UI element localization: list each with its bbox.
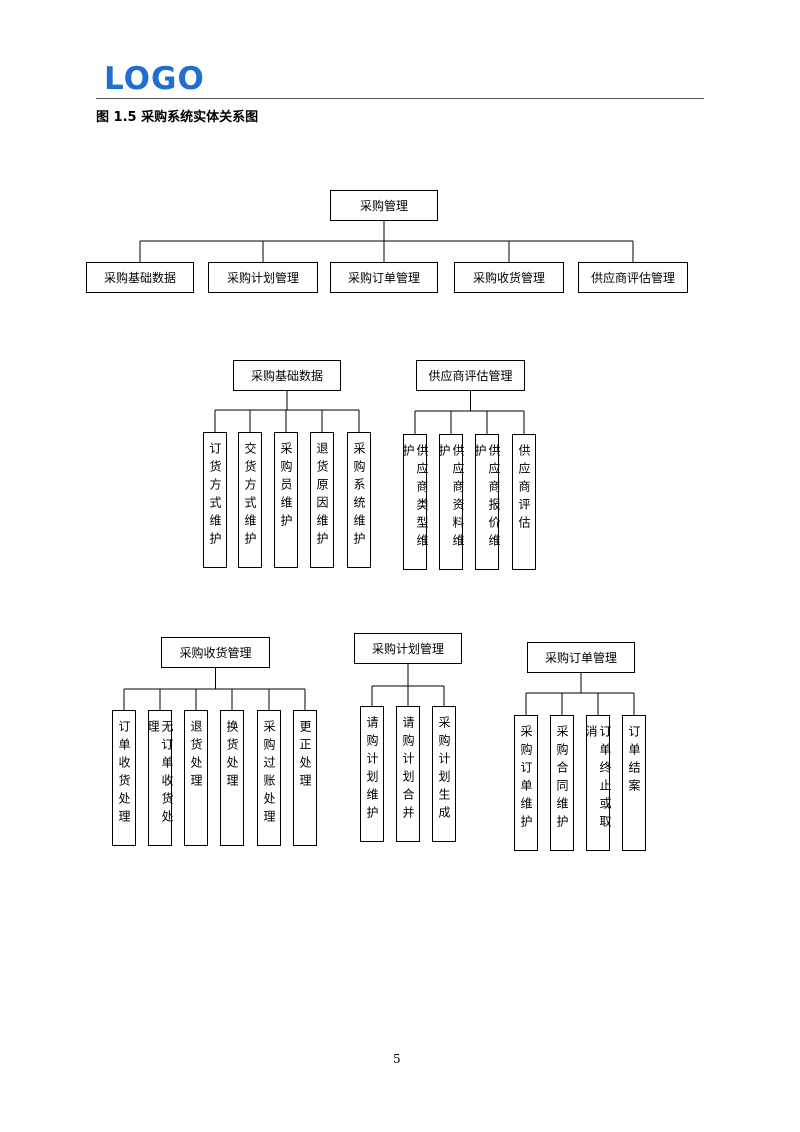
- subtree-child-node: 供应商资料维护: [437, 434, 465, 570]
- subtree-parent-node: 采购基础数据: [233, 360, 341, 391]
- header-divider: [96, 98, 704, 99]
- subtree-child-node: 供应商评估: [512, 434, 536, 570]
- subtree-parent-node: 采购收货管理: [161, 637, 270, 668]
- level1-node: 采购计划管理: [208, 262, 318, 293]
- subtree-child-node: 订单收货处理: [112, 710, 136, 846]
- logo: LOGO: [104, 61, 205, 97]
- subtree-child-node: 退货处理: [184, 710, 208, 846]
- subtree-child-node: 更正处理: [293, 710, 317, 846]
- subtree-parent-node: 采购订单管理: [527, 642, 635, 673]
- subtree-child-node: 采购合同维护: [550, 715, 574, 851]
- subtree-child-node: 无订单收货处理: [146, 710, 174, 846]
- subtree-child-node: 请购计划维护: [360, 706, 384, 842]
- subtree-child-node: 请购计划合并: [396, 706, 420, 842]
- level1-node: 供应商评估管理: [578, 262, 688, 293]
- subtree-child-node: 订单结案: [622, 715, 646, 851]
- subtree-child-node: 采购员维护: [274, 432, 298, 568]
- page-number: 5: [393, 1052, 401, 1066]
- subtree-child-node: 退货原因维护: [310, 432, 334, 568]
- level1-node: 采购订单管理: [330, 262, 438, 293]
- subtree-child-node: 订单终止或取消: [584, 715, 612, 851]
- subtree-parent-node: 采购计划管理: [354, 633, 462, 664]
- level1-node: 采购基础数据: [86, 262, 194, 293]
- subtree-child-node: 交货方式维护: [238, 432, 262, 568]
- subtree-child-node: 采购系统维护: [347, 432, 371, 568]
- level1-node: 采购收货管理: [454, 262, 564, 293]
- subtree-child-node: 采购订单维护: [514, 715, 538, 851]
- subtree-child-node: 订货方式维护: [203, 432, 227, 568]
- root-node: 采购管理: [330, 190, 438, 221]
- subtree-child-node: 采购计划生成: [432, 706, 456, 842]
- figure-caption: 图 1.5 采购系统实体关系图: [96, 110, 259, 125]
- subtree-child-node: 采购过账处理: [257, 710, 281, 846]
- subtree-parent-node: 供应商评估管理: [416, 360, 525, 391]
- subtree-child-node: 供应商类型维护: [401, 434, 429, 570]
- subtree-child-node: 换货处理: [220, 710, 244, 846]
- subtree-child-node: 供应商报价维护: [473, 434, 501, 570]
